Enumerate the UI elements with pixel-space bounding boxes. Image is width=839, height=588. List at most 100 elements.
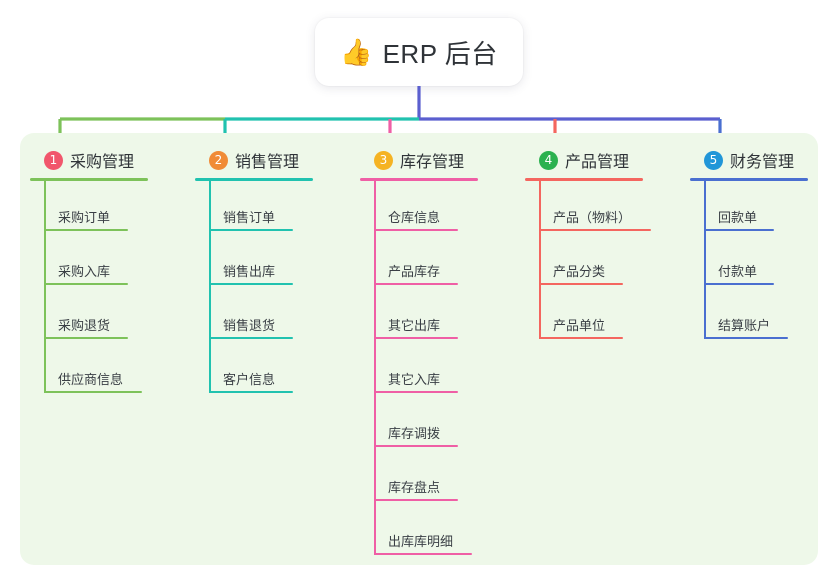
module-column: 2 销售管理销售订单销售出库销售退货客户信息 xyxy=(195,148,345,397)
module-item[interactable]: 出库库明细 xyxy=(360,505,520,559)
module-item-rule xyxy=(374,283,458,285)
module-item-rule xyxy=(704,229,774,231)
module-item[interactable]: 采购订单 xyxy=(30,181,180,235)
module-item-label: 销售退货 xyxy=(223,318,276,333)
module-column: 1 采购管理采购订单采购入库采购退货供应商信息 xyxy=(30,148,180,397)
module-header-rule xyxy=(195,178,313,181)
module-item-list: 采购订单采购入库采购退货供应商信息 xyxy=(30,181,180,397)
module-item[interactable]: 库存调拨 xyxy=(360,397,520,451)
module-item[interactable]: 产品分类 xyxy=(525,235,685,289)
module-item-list: 产品（物料） 产品分类产品单位 xyxy=(525,181,685,343)
module-item-label: 库存盘点 xyxy=(388,480,441,495)
module-item[interactable]: 采购入库 xyxy=(30,235,180,289)
module-title: 销售管理 xyxy=(235,154,300,171)
module-item-label: 产品分类 xyxy=(553,264,606,279)
module-item-rule xyxy=(374,553,472,555)
module-item-rule xyxy=(539,337,623,339)
module-item-label: 供应商信息 xyxy=(58,372,124,387)
module-item-rule xyxy=(539,229,651,231)
module-item[interactable]: 结算账户 xyxy=(690,289,820,343)
module-item-rule xyxy=(209,229,293,231)
module-item[interactable]: 销售订单 xyxy=(195,181,345,235)
modules-panel xyxy=(20,133,818,565)
module-item-label: 采购退货 xyxy=(58,318,111,333)
module-item-label: 结算账户 xyxy=(718,318,771,333)
module-header[interactable]: 1 采购管理 xyxy=(30,148,180,172)
module-item[interactable]: 付款单 xyxy=(690,235,820,289)
module-title: 库存管理 xyxy=(400,154,465,171)
module-item-rule xyxy=(704,283,774,285)
module-title: 产品管理 xyxy=(565,154,630,171)
module-item-label: 出库库明细 xyxy=(388,534,454,549)
module-header-rule xyxy=(30,178,148,181)
module-item-rule xyxy=(44,283,128,285)
module-column: 3 库存管理仓库信息产品库存其它出库其它入库库存调拨库存盘点出库库明细 xyxy=(360,148,520,559)
module-item-label: 产品（物料） xyxy=(553,210,632,225)
module-item[interactable]: 产品（物料） xyxy=(525,181,685,235)
module-header[interactable]: 5 财务管理 xyxy=(690,148,820,172)
module-spine xyxy=(539,181,541,339)
module-item[interactable]: 其它入库 xyxy=(360,343,520,397)
module-item[interactable]: 回款单 xyxy=(690,181,820,235)
module-item-rule xyxy=(374,499,458,501)
module-index-badge: 1 xyxy=(44,150,63,170)
module-header-rule xyxy=(525,178,643,181)
module-item[interactable]: 采购退货 xyxy=(30,289,180,343)
module-item-list: 销售订单销售出库销售退货客户信息 xyxy=(195,181,345,397)
module-item-rule xyxy=(374,445,458,447)
module-item-label: 销售出库 xyxy=(223,264,276,279)
module-item-label: 产品单位 xyxy=(553,318,606,333)
module-spine xyxy=(44,181,46,393)
module-item-label: 销售订单 xyxy=(223,210,276,225)
module-item[interactable]: 其它出库 xyxy=(360,289,520,343)
module-item-label: 客户信息 xyxy=(223,372,276,387)
module-index-badge: 5 xyxy=(704,150,723,170)
module-item-label: 仓库信息 xyxy=(388,210,441,225)
module-column: 5 财务管理回款单付款单结算账户 xyxy=(690,148,820,343)
module-item-rule xyxy=(374,337,458,339)
module-item-label: 其它入库 xyxy=(388,372,441,387)
module-title: 采购管理 xyxy=(70,154,135,171)
module-header[interactable]: 3 库存管理 xyxy=(360,148,520,172)
module-item-label: 采购订单 xyxy=(58,210,111,225)
module-item-rule xyxy=(209,283,293,285)
module-item-label: 产品库存 xyxy=(388,264,441,279)
module-item-list: 回款单付款单结算账户 xyxy=(690,181,820,343)
module-item[interactable]: 仓库信息 xyxy=(360,181,520,235)
module-column: 4 产品管理产品（物料） 产品分类产品单位 xyxy=(525,148,685,343)
module-header[interactable]: 2 销售管理 xyxy=(195,148,345,172)
module-item-rule xyxy=(44,337,128,339)
module-item[interactable]: 库存盘点 xyxy=(360,451,520,505)
module-item-label: 付款单 xyxy=(718,264,758,279)
module-item-rule xyxy=(44,229,128,231)
module-item[interactable]: 客户信息 xyxy=(195,343,345,397)
module-item-rule xyxy=(374,229,458,231)
module-item-rule xyxy=(374,391,458,393)
module-item-rule xyxy=(539,283,623,285)
module-index-badge: 2 xyxy=(209,150,228,170)
module-spine xyxy=(374,181,376,555)
module-item[interactable]: 销售退货 xyxy=(195,289,345,343)
module-item[interactable]: 供应商信息 xyxy=(30,343,180,397)
module-header-rule xyxy=(360,178,478,181)
module-title: 财务管理 xyxy=(730,154,795,171)
module-header[interactable]: 4 产品管理 xyxy=(525,148,685,172)
module-item[interactable]: 产品库存 xyxy=(360,235,520,289)
module-spine xyxy=(704,181,706,339)
thumbs-up-icon: 👍 xyxy=(340,37,373,67)
root-title-card[interactable]: 👍 ERP 后台 xyxy=(315,18,523,86)
module-item-label: 库存调拨 xyxy=(388,426,441,441)
module-item[interactable]: 产品单位 xyxy=(525,289,685,343)
module-item-label: 采购入库 xyxy=(58,264,111,279)
module-item-rule xyxy=(209,391,293,393)
module-item[interactable]: 销售出库 xyxy=(195,235,345,289)
module-index-badge: 3 xyxy=(374,150,393,170)
module-spine xyxy=(209,181,211,393)
module-item-list: 仓库信息产品库存其它出库其它入库库存调拨库存盘点出库库明细 xyxy=(360,181,520,559)
module-index-badge: 4 xyxy=(539,150,558,170)
page-title: ERP 后台 xyxy=(382,38,498,69)
module-item-rule xyxy=(44,391,142,393)
module-item-label: 其它出库 xyxy=(388,318,441,333)
module-header-rule xyxy=(690,178,808,181)
